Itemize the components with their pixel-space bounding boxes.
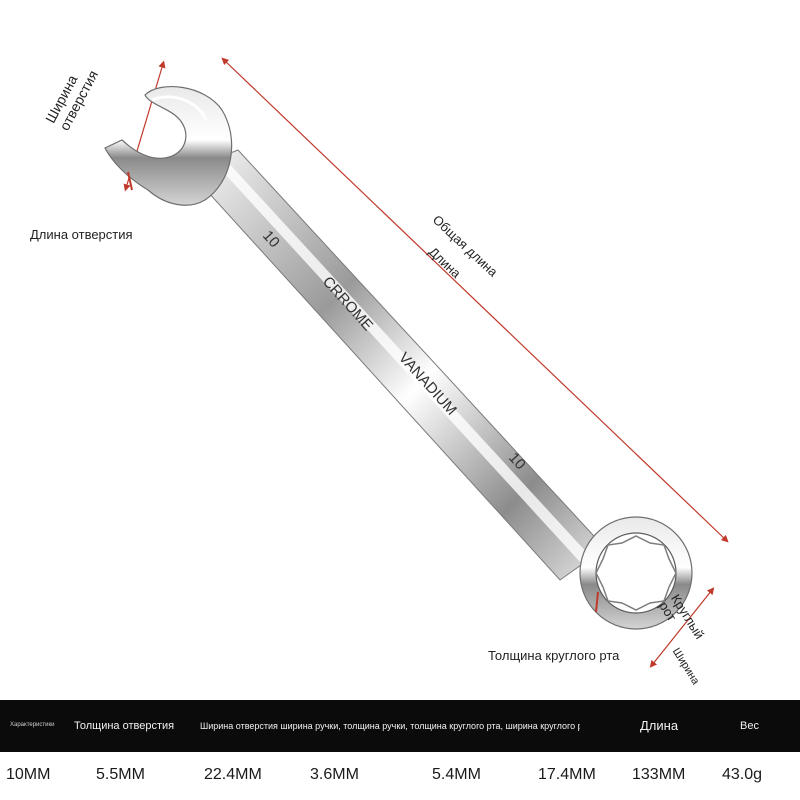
- spec-header-opening-thickness: Толщина отверстия: [74, 720, 175, 732]
- ring-width-arrow: [649, 587, 715, 668]
- wrench-illustration: 10 CRROME VANADIUM 10: [104, 57, 729, 668]
- ring-thickness-label: Толщина круглого рта: [488, 648, 620, 663]
- open-end-head: [104, 86, 233, 206]
- spec-values-row: 10MM 5.5MM 22.4MM 3.6MM 5.4MM 17.4MM 133…: [0, 752, 800, 800]
- spec-header-bar: Характеристики Толщина отверстия Ширина …: [0, 700, 800, 752]
- spec-header-characteristics: Характеристики: [10, 722, 55, 728]
- spec-header-length: Длина: [640, 718, 679, 733]
- spec-value-length: 133MM: [632, 766, 686, 783]
- spec-value-ring-width: 17.4MM: [538, 766, 596, 783]
- spec-value-opening-thickness: 5.5MM: [96, 766, 145, 783]
- ring-end-head: [579, 516, 693, 630]
- total-length-arrow: [221, 57, 729, 543]
- spec-header-weight: Вес: [740, 720, 759, 732]
- spec-value-handle-thickness: 3.6MM: [310, 766, 359, 783]
- spec-value-size: 10MM: [6, 766, 51, 783]
- spec-value-weight: 43.0g: [722, 766, 763, 783]
- spec-value-opening-width: 22.4MM: [204, 766, 262, 783]
- opening-length-label: Длина отверстия: [30, 227, 133, 242]
- spec-header-combined: Ширина отверстия ширина ручки, толщина р…: [200, 721, 580, 731]
- spec-value-ring-thickness: 5.4MM: [432, 766, 481, 783]
